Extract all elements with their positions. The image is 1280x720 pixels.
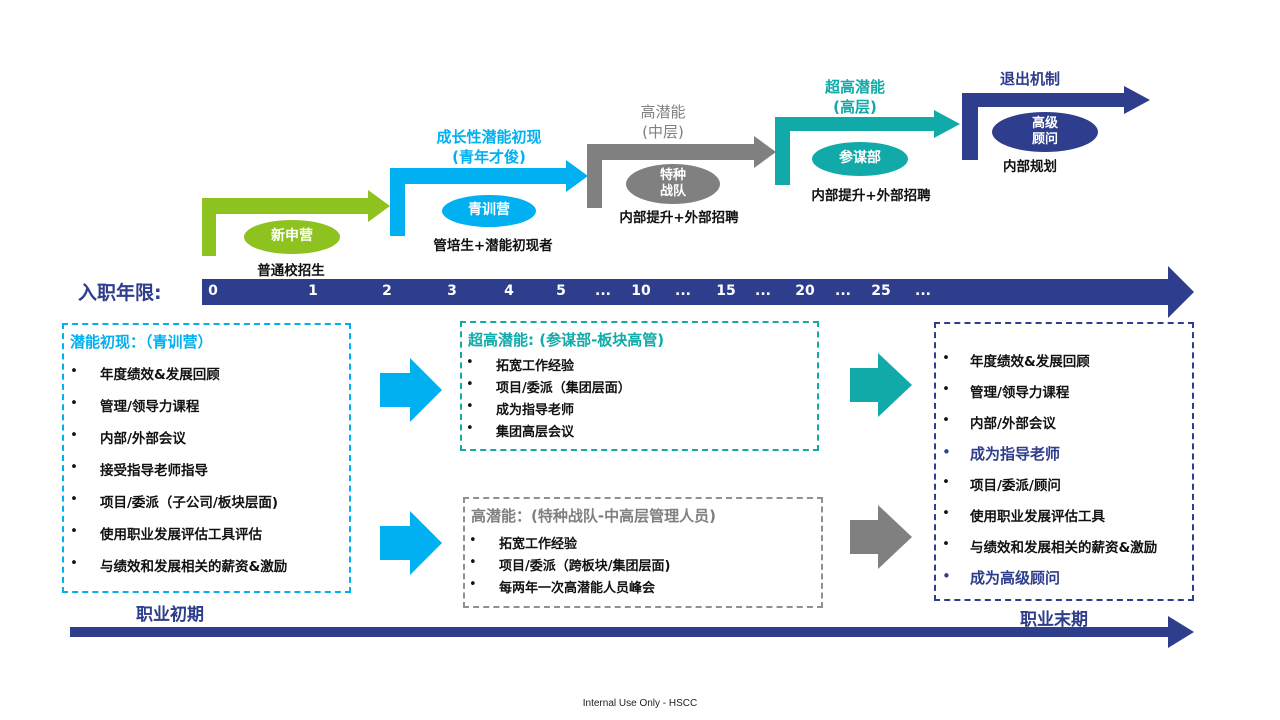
flow-arrow-bottom-right <box>850 505 912 569</box>
box-high-potential-title: 高潜能：(特种战队-中高层管理人员) <box>471 507 716 525</box>
box-high-potential-list: •拓宽工作经验 •项目/委派（跨板块/集团层面) •每两年一次高潜能人员峰会 <box>469 533 670 599</box>
stage-arrow-3 <box>587 136 776 208</box>
caption-stage-1: 普通校招生 <box>257 263 325 279</box>
list-item: •成为指导老师 <box>942 443 1061 463</box>
timeline-label: 入职年限: <box>78 282 162 304</box>
stage-label-2: 成长性潜能初现 (青年才俊) <box>436 128 542 166</box>
timeline-arrow <box>202 266 1194 318</box>
list-item: •年度绩效&发展回顾 <box>70 363 220 383</box>
tick-2: 2 <box>382 283 392 299</box>
oval-qingxunying: 青训营 <box>442 195 536 227</box>
tick-6: ... <box>595 283 611 299</box>
stage-arrow-1 <box>202 190 390 256</box>
tick-1: 1 <box>308 283 318 299</box>
stage-arrow-4 <box>775 110 960 185</box>
stage-label-5: 退出机制 <box>999 70 1060 88</box>
list-item: •项目/委派（子公司/板块层面) <box>70 491 279 511</box>
list-item: •项目/委派（跨板块/集团层面) <box>469 555 671 574</box>
caption-stage-3: 内部提升+外部招聘 <box>619 210 739 226</box>
tick-11: 20 <box>795 283 815 299</box>
career-end-label: 职业末期 <box>1020 610 1088 630</box>
list-item: •与绩效和发展相关的薪资&激励 <box>942 536 1158 556</box>
tick-10: ... <box>755 283 771 299</box>
tick-9: 15 <box>716 283 736 299</box>
stage-arrow-5 <box>962 86 1150 160</box>
flow-arrow-top-right <box>850 353 912 417</box>
list-item: •使用职业发展评估工具评估 <box>70 523 262 543</box>
oval-canmoubu: 参谋部 <box>812 142 908 176</box>
oval-senior-advisor: 高级 顾问 <box>992 112 1098 152</box>
flow-arrow-bottom-left <box>380 511 442 575</box>
list-item: •成为指导老师 <box>466 399 575 418</box>
list-item: •管理/领导力课程 <box>942 381 1070 401</box>
career-arrow <box>70 616 1194 648</box>
list-item: •接受指导老师指导 <box>70 459 208 479</box>
list-item: •拓宽工作经验 <box>466 355 575 374</box>
caption-stage-2: 管培生+潜能初现者 <box>433 238 553 254</box>
box-early-potential: 潜能初现：（青训营） •年度绩效&发展回顾 •管理/领导力课程 •内部/外部会议… <box>62 323 351 593</box>
list-item: •与绩效和发展相关的薪资&激励 <box>70 555 288 575</box>
tick-4: 4 <box>504 283 514 299</box>
box-late-career-list: •年度绩效&发展回顾 •管理/领导力课程 •内部/外部会议 •成为指导老师 •项… <box>942 350 1157 598</box>
list-item: •集团高层会议 <box>466 421 575 440</box>
tick-8: ... <box>675 283 691 299</box>
list-item: •项目/委派（集团层面） <box>466 377 631 396</box>
list-item: •使用职业发展评估工具 <box>942 505 1105 525</box>
list-item: •内部/外部会议 <box>70 427 186 447</box>
tick-13: 25 <box>871 283 891 299</box>
box-super-potential-list: •拓宽工作经验 •项目/委派（集团层面） •成为指导老师 •集团高层会议 <box>466 355 631 443</box>
stage-arrow-2 <box>390 160 588 236</box>
oval-special-forces: 特种 战队 <box>626 164 720 204</box>
list-item: •年度绩效&发展回顾 <box>942 350 1090 370</box>
tick-0: 0 <box>208 283 218 299</box>
oval-xinshenying: 新申营 <box>244 220 340 254</box>
career-start-label: 职业初期 <box>136 605 204 625</box>
box-late-career: •年度绩效&发展回顾 •管理/领导力课程 •内部/外部会议 •成为指导老师 •项… <box>934 322 1194 601</box>
tick-5: 5 <box>556 283 566 299</box>
tick-7: 10 <box>631 283 651 299</box>
stage-label-3: 高潜能 (中层) <box>640 103 686 141</box>
box-super-potential-title: 超高潜能: (参谋部-板块高管) <box>468 331 665 349</box>
list-item: •拓宽工作经验 <box>469 533 578 552</box>
box-early-potential-title: 潜能初现：（青训营） <box>70 333 213 351</box>
list-item: •管理/领导力课程 <box>70 395 200 415</box>
caption-stage-5: 内部规划 <box>1003 159 1057 175</box>
flow-arrow-top-left <box>380 358 442 422</box>
box-high-potential: 高潜能：(特种战队-中高层管理人员) •拓宽工作经验 •项目/委派（跨板块/集团… <box>463 497 823 608</box>
list-item: •项目/委派/顾问 <box>942 474 1061 494</box>
tick-12: ... <box>835 283 851 299</box>
stage-label-4: 超高潜能 (高层) <box>824 78 885 116</box>
list-item: •每两年一次高潜能人员峰会 <box>469 577 656 596</box>
footer-text: Internal Use Only - HSCC <box>582 698 698 709</box>
box-early-potential-list: •年度绩效&发展回顾 •管理/领导力课程 •内部/外部会议 •接受指导老师指导 … <box>70 363 287 587</box>
list-item: •内部/外部会议 <box>942 412 1056 432</box>
tick-3: 3 <box>447 283 457 299</box>
list-item: •成为高级顾问 <box>942 567 1061 587</box>
tick-14: ... <box>915 283 931 299</box>
caption-stage-4: 内部提升+外部招聘 <box>811 188 931 204</box>
box-super-potential: 超高潜能: (参谋部-板块高管) •拓宽工作经验 •项目/委派（集团层面） •成… <box>460 321 819 451</box>
